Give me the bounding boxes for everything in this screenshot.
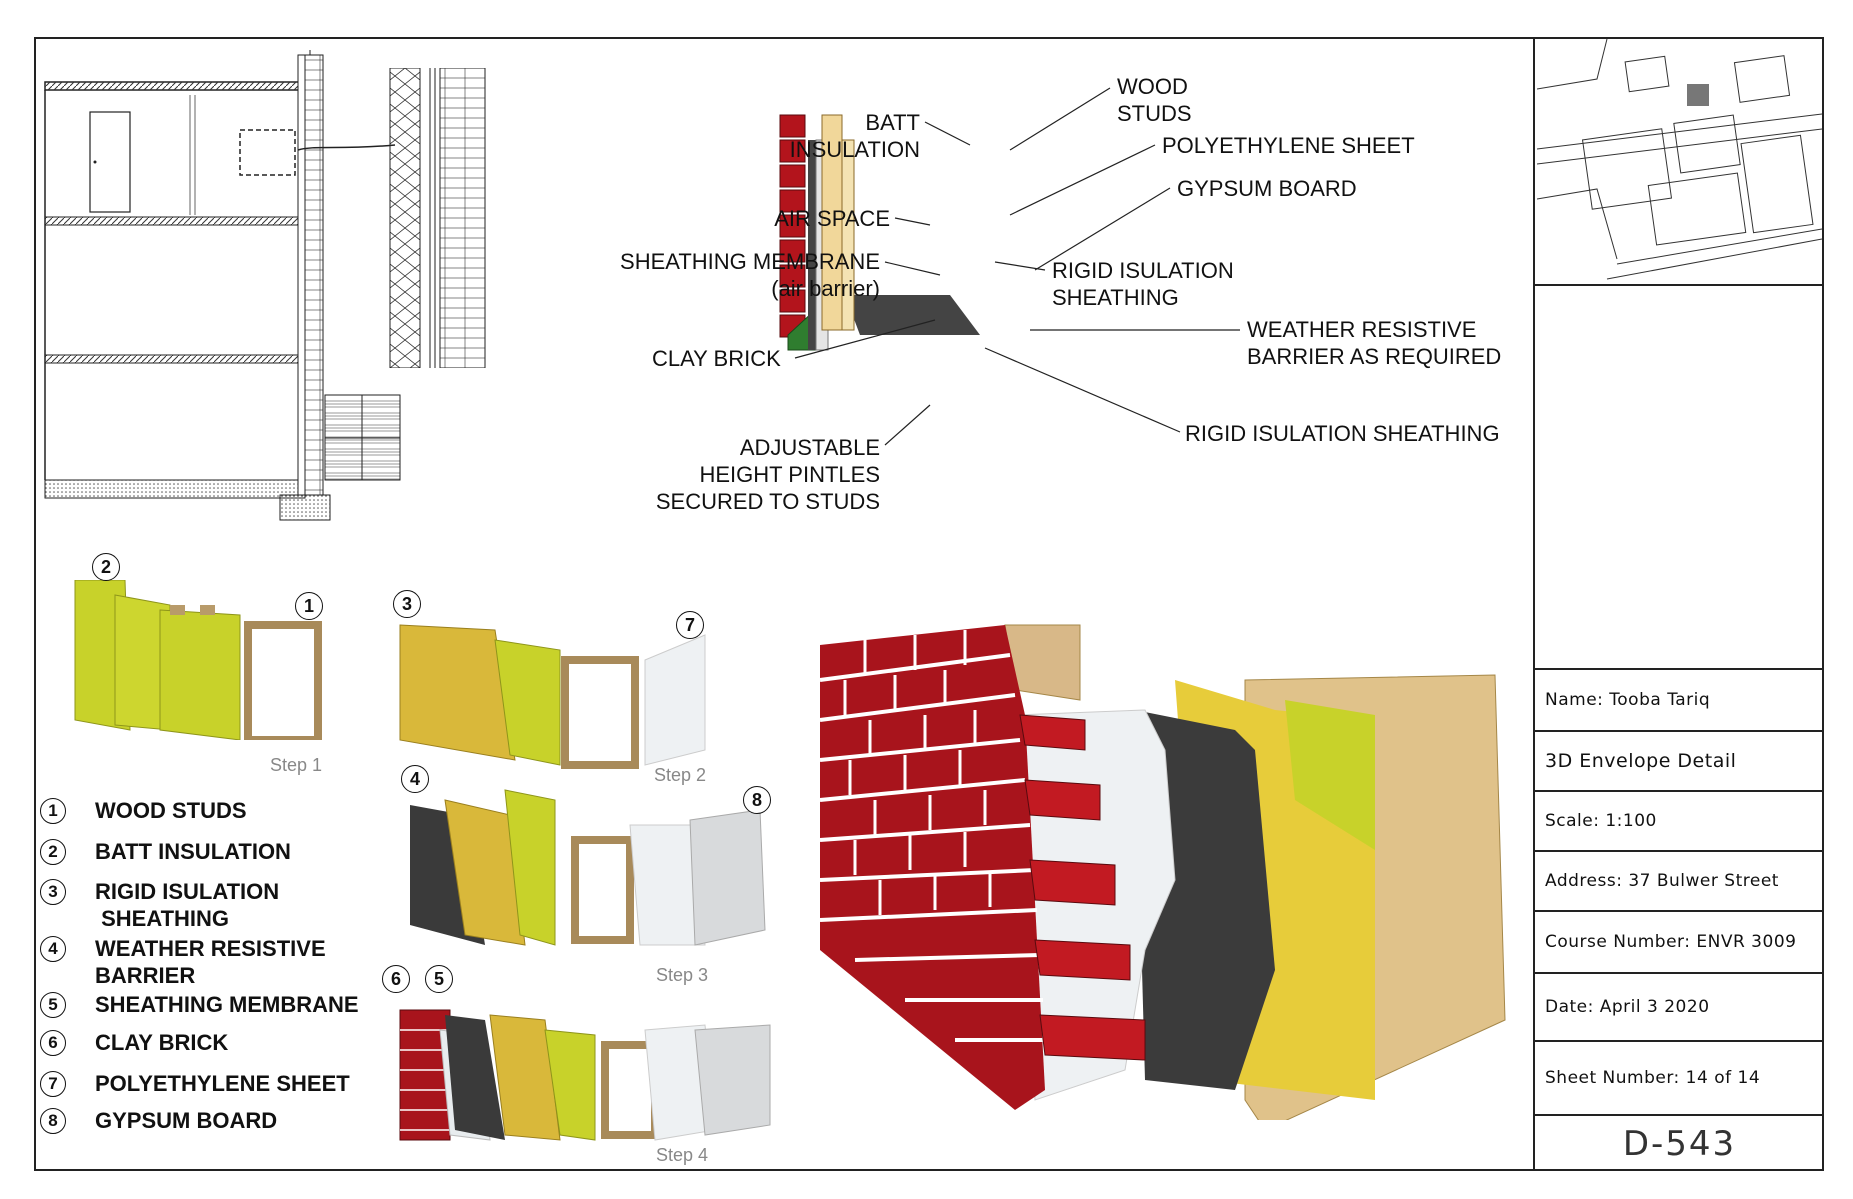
callout-6: 6 <box>382 965 410 993</box>
label-polyethylene-sheet: POLYETHYLENE SHEET <box>1162 133 1415 158</box>
legend-item: 7 POLYETHYLENE SHEET <box>40 1069 350 1099</box>
step3-label: Step 3 <box>656 965 709 985</box>
title-block-course: Course Number: ENVR 3009 <box>1535 912 1824 974</box>
brick-wall <box>819 625 1146 1110</box>
legend-item: 4 WEATHER RESISTIVE BARRIER <box>40 934 326 988</box>
label-air-space: AIR SPACE <box>774 206 890 231</box>
title-block-rule <box>1535 668 1824 670</box>
title-block-address: Address: 37 Bulwer Street <box>1535 852 1824 912</box>
label-gypsum-board: GYPSUM BOARD <box>1177 176 1357 201</box>
callout-1: 1 <box>295 592 323 620</box>
step3-illustration <box>410 789 766 946</box>
title-block-name: Name: Tooba Tariq <box>1535 670 1824 732</box>
title-block-rule <box>1535 284 1824 286</box>
legend-item: 2 BATT INSULATION <box>40 837 291 867</box>
site-map <box>1537 39 1822 280</box>
step2-label: Step 2 <box>654 765 707 785</box>
label-rigid-insulation-sheathing-2: RIGID ISULATION SHEATHING <box>1185 421 1500 446</box>
step1-label: Step 1 <box>270 755 323 775</box>
title-block-divider <box>1533 37 1535 1171</box>
wall-detail-zoom <box>389 68 486 368</box>
drawing-number: D-543 <box>1622 1123 1737 1164</box>
callout-8: 8 <box>743 786 771 814</box>
legend-item: 8 GYPSUM BOARD <box>40 1106 277 1136</box>
title-block-scale: Scale: 1:100 <box>1535 792 1824 852</box>
large-3d-envelope-render <box>819 624 1506 1120</box>
step1-illustration <box>74 580 322 740</box>
callout-2: 2 <box>92 553 120 581</box>
step4-label: Step 4 <box>656 1145 709 1165</box>
legend-item: 6 CLAY BRICK <box>40 1028 228 1058</box>
callout-4: 4 <box>401 765 429 793</box>
legend-item: 3 RIGID ISULATION SHEATHING <box>40 877 279 931</box>
step4-illustration <box>399 1009 771 1141</box>
label-sheathing-membrane: SHEATHING MEMBRANE(air barrier) <box>620 249 880 301</box>
legend-item: 5 SHEATHING MEMBRANE <box>40 990 359 1020</box>
callout-5: 5 <box>425 965 453 993</box>
title-block-sheet: Sheet Number: 14 of 14 <box>1535 1042 1824 1116</box>
building-section-drawing <box>44 50 401 521</box>
step2-illustration <box>399 624 706 769</box>
callout-7: 7 <box>676 611 704 639</box>
title-block-right-edge <box>1822 37 1824 1171</box>
title-block-title: 3D Envelope Detail <box>1535 732 1824 792</box>
callout-3: 3 <box>393 590 421 618</box>
title-block-date: Date: April 3 2020 <box>1535 974 1824 1042</box>
label-clay-brick: CLAY BRICK <box>652 346 781 371</box>
legend-item: 1 WOOD STUDS <box>40 796 247 826</box>
